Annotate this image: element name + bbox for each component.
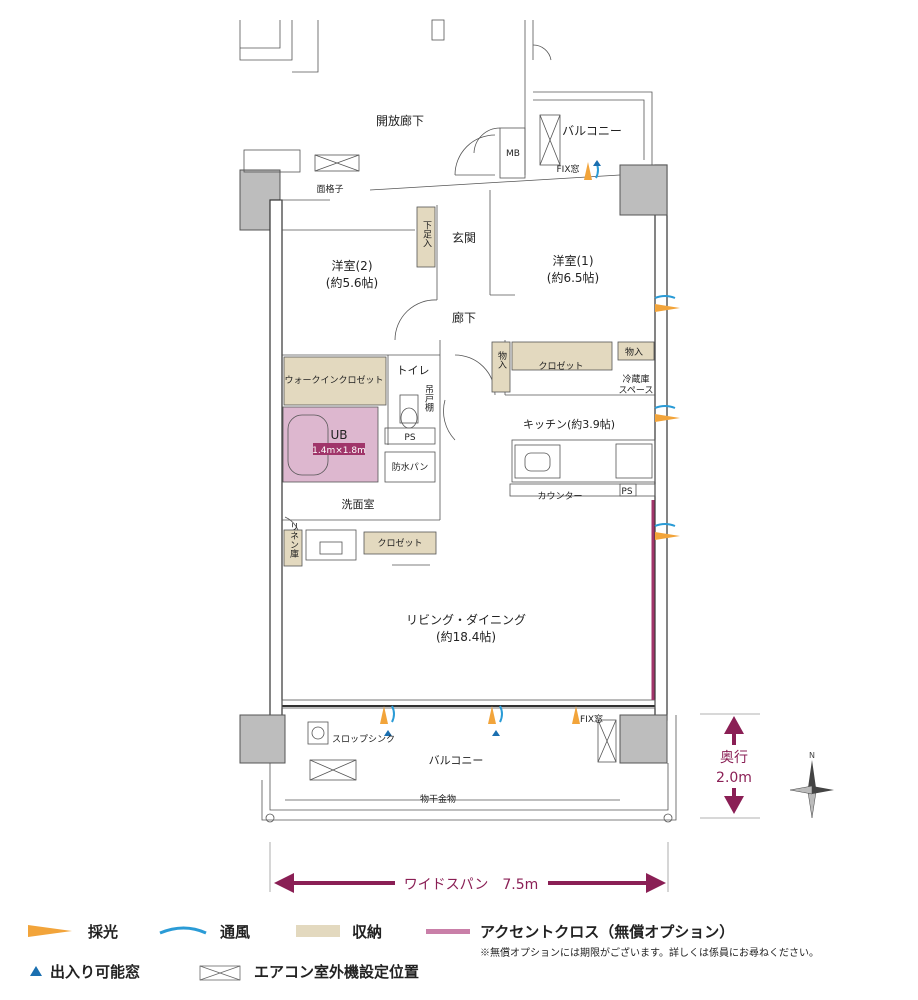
label-living-name: リビング・ダイニング — [406, 612, 526, 627]
label-hallway: 廊下 — [452, 310, 476, 325]
waterproof-pan-fixture — [384, 451, 436, 483]
toilet-fixture — [384, 394, 436, 445]
top-structure — [239, 19, 653, 179]
wash-sink — [305, 529, 357, 561]
wide-span-label: ワイドスパン 7.5m — [404, 877, 539, 893]
label-walkin-closet: ウォークインクロゼット — [284, 374, 383, 386]
label-washroom: 洗面室 — [342, 497, 375, 511]
legend-accent: アクセントクロス（無償オプション） — [480, 923, 734, 941]
label-clothes-hanger: 物干金物 — [420, 793, 456, 805]
label-ub-size: 1.4m×1.8m — [312, 446, 366, 456]
label-toilet: トイレ — [397, 364, 430, 377]
storage-areas — [283, 206, 655, 567]
legend-accent-swatch — [426, 929, 470, 934]
legend-storage: 収納 — [352, 923, 382, 941]
north-label: N — [809, 751, 815, 760]
label-ps-bath: PS — [404, 433, 415, 443]
label-waterproof-pan: 防水パン — [392, 461, 428, 473]
label-monoire-left: 物入 — [496, 350, 507, 369]
label-western2-name: 洋室(2) — [332, 258, 373, 273]
depth-value: 2.0m — [716, 770, 752, 786]
legend-ac-swatch — [199, 965, 241, 981]
label-hanging-cabinet: 吊戸棚 — [423, 384, 434, 412]
label-living-size: (約18.4帖) — [436, 629, 496, 644]
label-slop-sink: スロップシンク — [332, 734, 395, 745]
legend-wind: 通風 — [220, 923, 250, 941]
label-genkan: 玄関 — [452, 230, 476, 245]
legend-accent-note: ※無償オプションには期限がございます。詳しくは係員にお尋ねください。 — [480, 946, 819, 959]
legend: 採光 通風 収納 アクセントクロス（無償オプション） ※無償オプションには期限が… — [28, 923, 819, 981]
label-balcony-top: バルコニー — [562, 124, 622, 138]
room-labels: 開放廊下 バルコニー MB FIX窓 面格子 玄関 下足入 洋室(2) (約5.… — [284, 113, 653, 805]
legend-ac-position: エアコン室外機設定位置 — [254, 963, 419, 981]
legend-entry-window: 出入り可能窓 — [50, 963, 140, 981]
label-mb: MB — [506, 149, 520, 159]
label-ub: UB — [330, 428, 347, 442]
label-western1-size: (約6.5帖) — [547, 270, 599, 285]
label-kitchen: キッチン(約3.9帖) — [523, 417, 615, 431]
wide-span-dimension: ワイドスパン 7.5m — [269, 842, 669, 893]
label-shoe-storage: 下足入 — [421, 221, 432, 248]
label-ps-kitchen: PS — [621, 487, 632, 497]
label-western1-name: 洋室(1) — [553, 253, 594, 268]
depth-dimension: 奥行 2.0m — [700, 713, 760, 819]
label-open-corridor: 開放廊下 — [376, 113, 424, 128]
label-fridge-1: 冷蔵庫 — [622, 373, 649, 385]
depth-label: 奥行 — [720, 749, 748, 766]
legend-wind-swatch — [159, 926, 207, 935]
legend-light-swatch — [28, 925, 72, 937]
label-fix-window-top: FIX窓 — [557, 163, 580, 175]
label-fridge-2: スペース — [619, 386, 654, 396]
label-fix-window-bottom: FIX窓 — [580, 713, 603, 725]
legend-entry-swatch — [30, 966, 42, 976]
compass-icon: N — [789, 751, 834, 819]
kitchen-counter — [509, 439, 656, 497]
label-closet-wash: クロゼット — [377, 537, 422, 549]
legend-storage-swatch — [296, 925, 340, 937]
label-linen: リネン庫 — [288, 522, 299, 559]
balcony-fixtures — [307, 154, 617, 781]
outer-walls — [239, 149, 677, 823]
label-closet-right: クロゼット — [538, 360, 583, 372]
label-balcony-bottom: バルコニー — [429, 754, 484, 767]
label-menkoshi: 面格子 — [316, 183, 343, 195]
legend-light: 採光 — [88, 923, 118, 941]
light-wind-markers — [380, 160, 680, 736]
label-counter: カウンター — [537, 491, 582, 502]
bathroom — [282, 406, 379, 483]
label-monoire-right: 物入 — [625, 346, 643, 358]
label-western2-size: (約5.6帖) — [326, 275, 378, 290]
